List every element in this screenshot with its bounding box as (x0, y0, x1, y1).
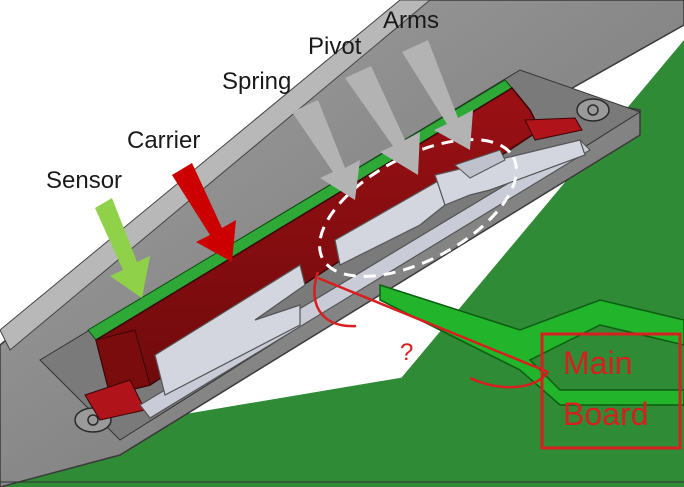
arms-label: Arms (383, 7, 439, 34)
main-board-label-line2: Board (563, 396, 648, 432)
pivot-label: Pivot (308, 33, 362, 60)
arms-element (434, 139, 586, 206)
carrier-base-right (524, 117, 583, 141)
carrier-front-face (95, 329, 151, 396)
arms-element-upper (454, 149, 506, 179)
arms-arrow (402, 40, 473, 150)
annotation-line (317, 276, 549, 374)
housing-top-face (0, 0, 431, 351)
pivot-arrow (345, 66, 420, 175)
screw-icon (576, 98, 610, 122)
spring-element (154, 264, 306, 396)
question-label: ? (400, 339, 413, 366)
highlight-ellipse (318, 138, 518, 278)
main-board-label-line1: Main (563, 345, 632, 381)
pcb-board-lower (0, 330, 684, 487)
carrier-arrow (172, 163, 236, 262)
main-board-box (540, 332, 682, 450)
spring-label: Spring (222, 68, 291, 95)
sensor-arrow (95, 198, 150, 298)
sensor-label: Sensor (46, 167, 122, 194)
pivot-element (334, 179, 446, 266)
spring-arrow (292, 100, 360, 200)
carrier-label: Carrier (127, 127, 200, 154)
annotation-curve-left (313, 271, 357, 328)
